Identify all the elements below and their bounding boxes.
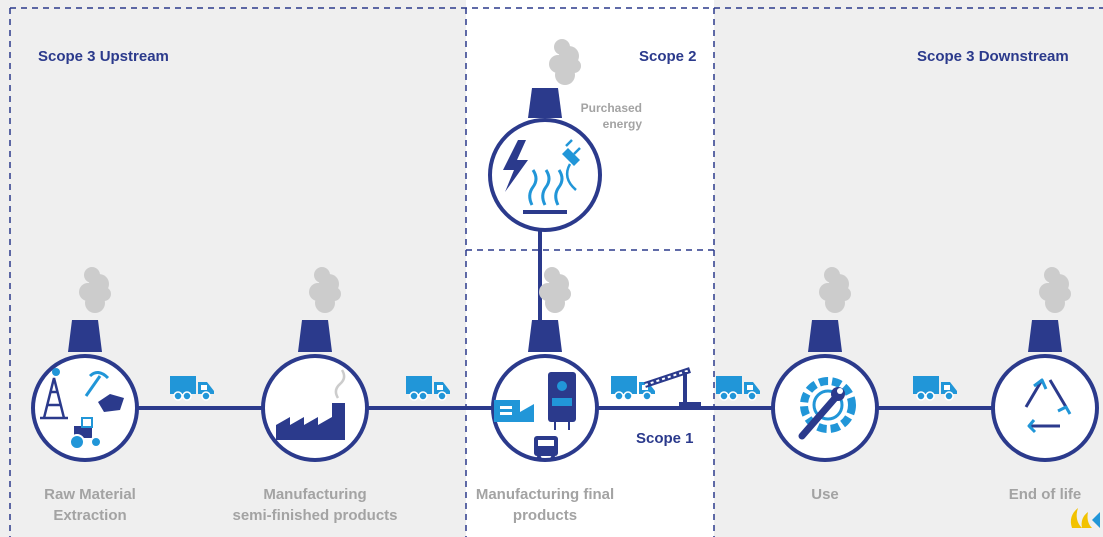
lightning-icon (503, 140, 528, 192)
factory-small-icon (494, 400, 534, 422)
purchased-energy-label: Purchased energy (580, 101, 642, 131)
boiler-icon (548, 372, 576, 430)
scope3-upstream-label: Scope 3 Upstream (38, 48, 169, 65)
oil-drop-icon (52, 368, 60, 376)
stage-label-manufacturing-final: Manufacturing final products (475, 486, 615, 524)
oil-rig-icon (40, 377, 68, 420)
scope3-downstream-label: Scope 3 Downstream (917, 48, 1069, 65)
chimneys (68, 88, 1062, 352)
plug-icon (562, 139, 581, 191)
stage-label-raw-material: Raw Material Extraction (44, 486, 136, 524)
pickaxe-icon (84, 371, 110, 397)
stage-label-use: Use (811, 486, 839, 503)
logo-icon (1070, 508, 1100, 528)
scope2-label: Scope 2 (639, 48, 697, 65)
stage-label-manufacturing-semi: Manufacturing semi-finished products (232, 486, 398, 524)
scope1-label: Scope 1 (636, 430, 694, 447)
wrench-gear-icon (798, 377, 856, 440)
tractor-icon (69, 417, 102, 450)
ore-icon (98, 394, 124, 412)
bus-icon (534, 436, 558, 461)
recycle-icon (1024, 378, 1072, 434)
conveyor-icon (644, 367, 701, 406)
factory-icon (276, 369, 346, 440)
heat-icon (523, 169, 567, 214)
stage-label-end-of-life: End of life (1008, 486, 1082, 503)
scope-boundaries (9, 7, 1103, 537)
